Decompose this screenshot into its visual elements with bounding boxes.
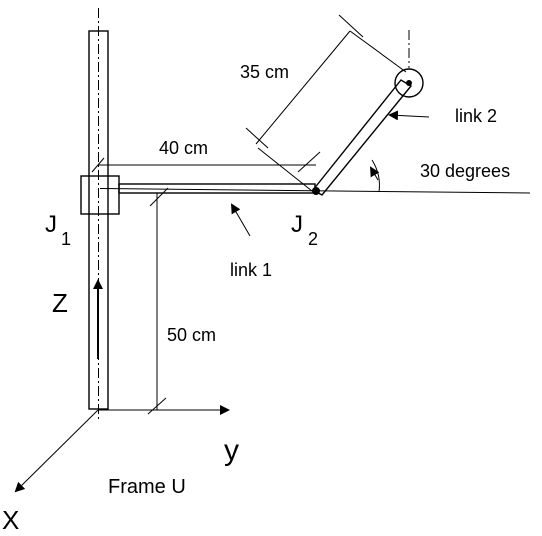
- frame-label: Frame U: [108, 476, 186, 498]
- dimension-label-40cm: 40 cm: [159, 138, 208, 158]
- dimension-50cm: [147, 187, 169, 415]
- angle-arrow: [369, 166, 380, 181]
- link1-pointer-arrow: [230, 203, 251, 237]
- joint1-block: [80, 175, 120, 215]
- link2-pointer-arrow: [388, 110, 430, 121]
- joint1-label: J: [45, 211, 57, 238]
- z-axis-label: Z: [52, 288, 68, 318]
- joint1-subscript: 1: [61, 229, 71, 249]
- dimension-35cm: [245, 14, 407, 192]
- end-effector: [394, 30, 424, 98]
- angle-label: 30 degrees: [420, 161, 510, 181]
- dimension-40cm: [91, 151, 321, 173]
- dimension-label-50cm: 50 cm: [167, 325, 216, 345]
- link2-bar: [311, 79, 413, 196]
- x-axis-label: X: [2, 505, 19, 531]
- joint2-dot: [312, 187, 320, 195]
- dimension-label-35cm: 35 cm: [240, 62, 289, 82]
- link2-label: link 2: [455, 106, 497, 126]
- joint2-label: J: [291, 211, 303, 238]
- y-axis-label: y: [224, 434, 239, 467]
- joint2-subscript: 2: [308, 229, 318, 249]
- link1-label: link 1: [230, 260, 272, 280]
- x-axis-arrow: [14, 409, 99, 493]
